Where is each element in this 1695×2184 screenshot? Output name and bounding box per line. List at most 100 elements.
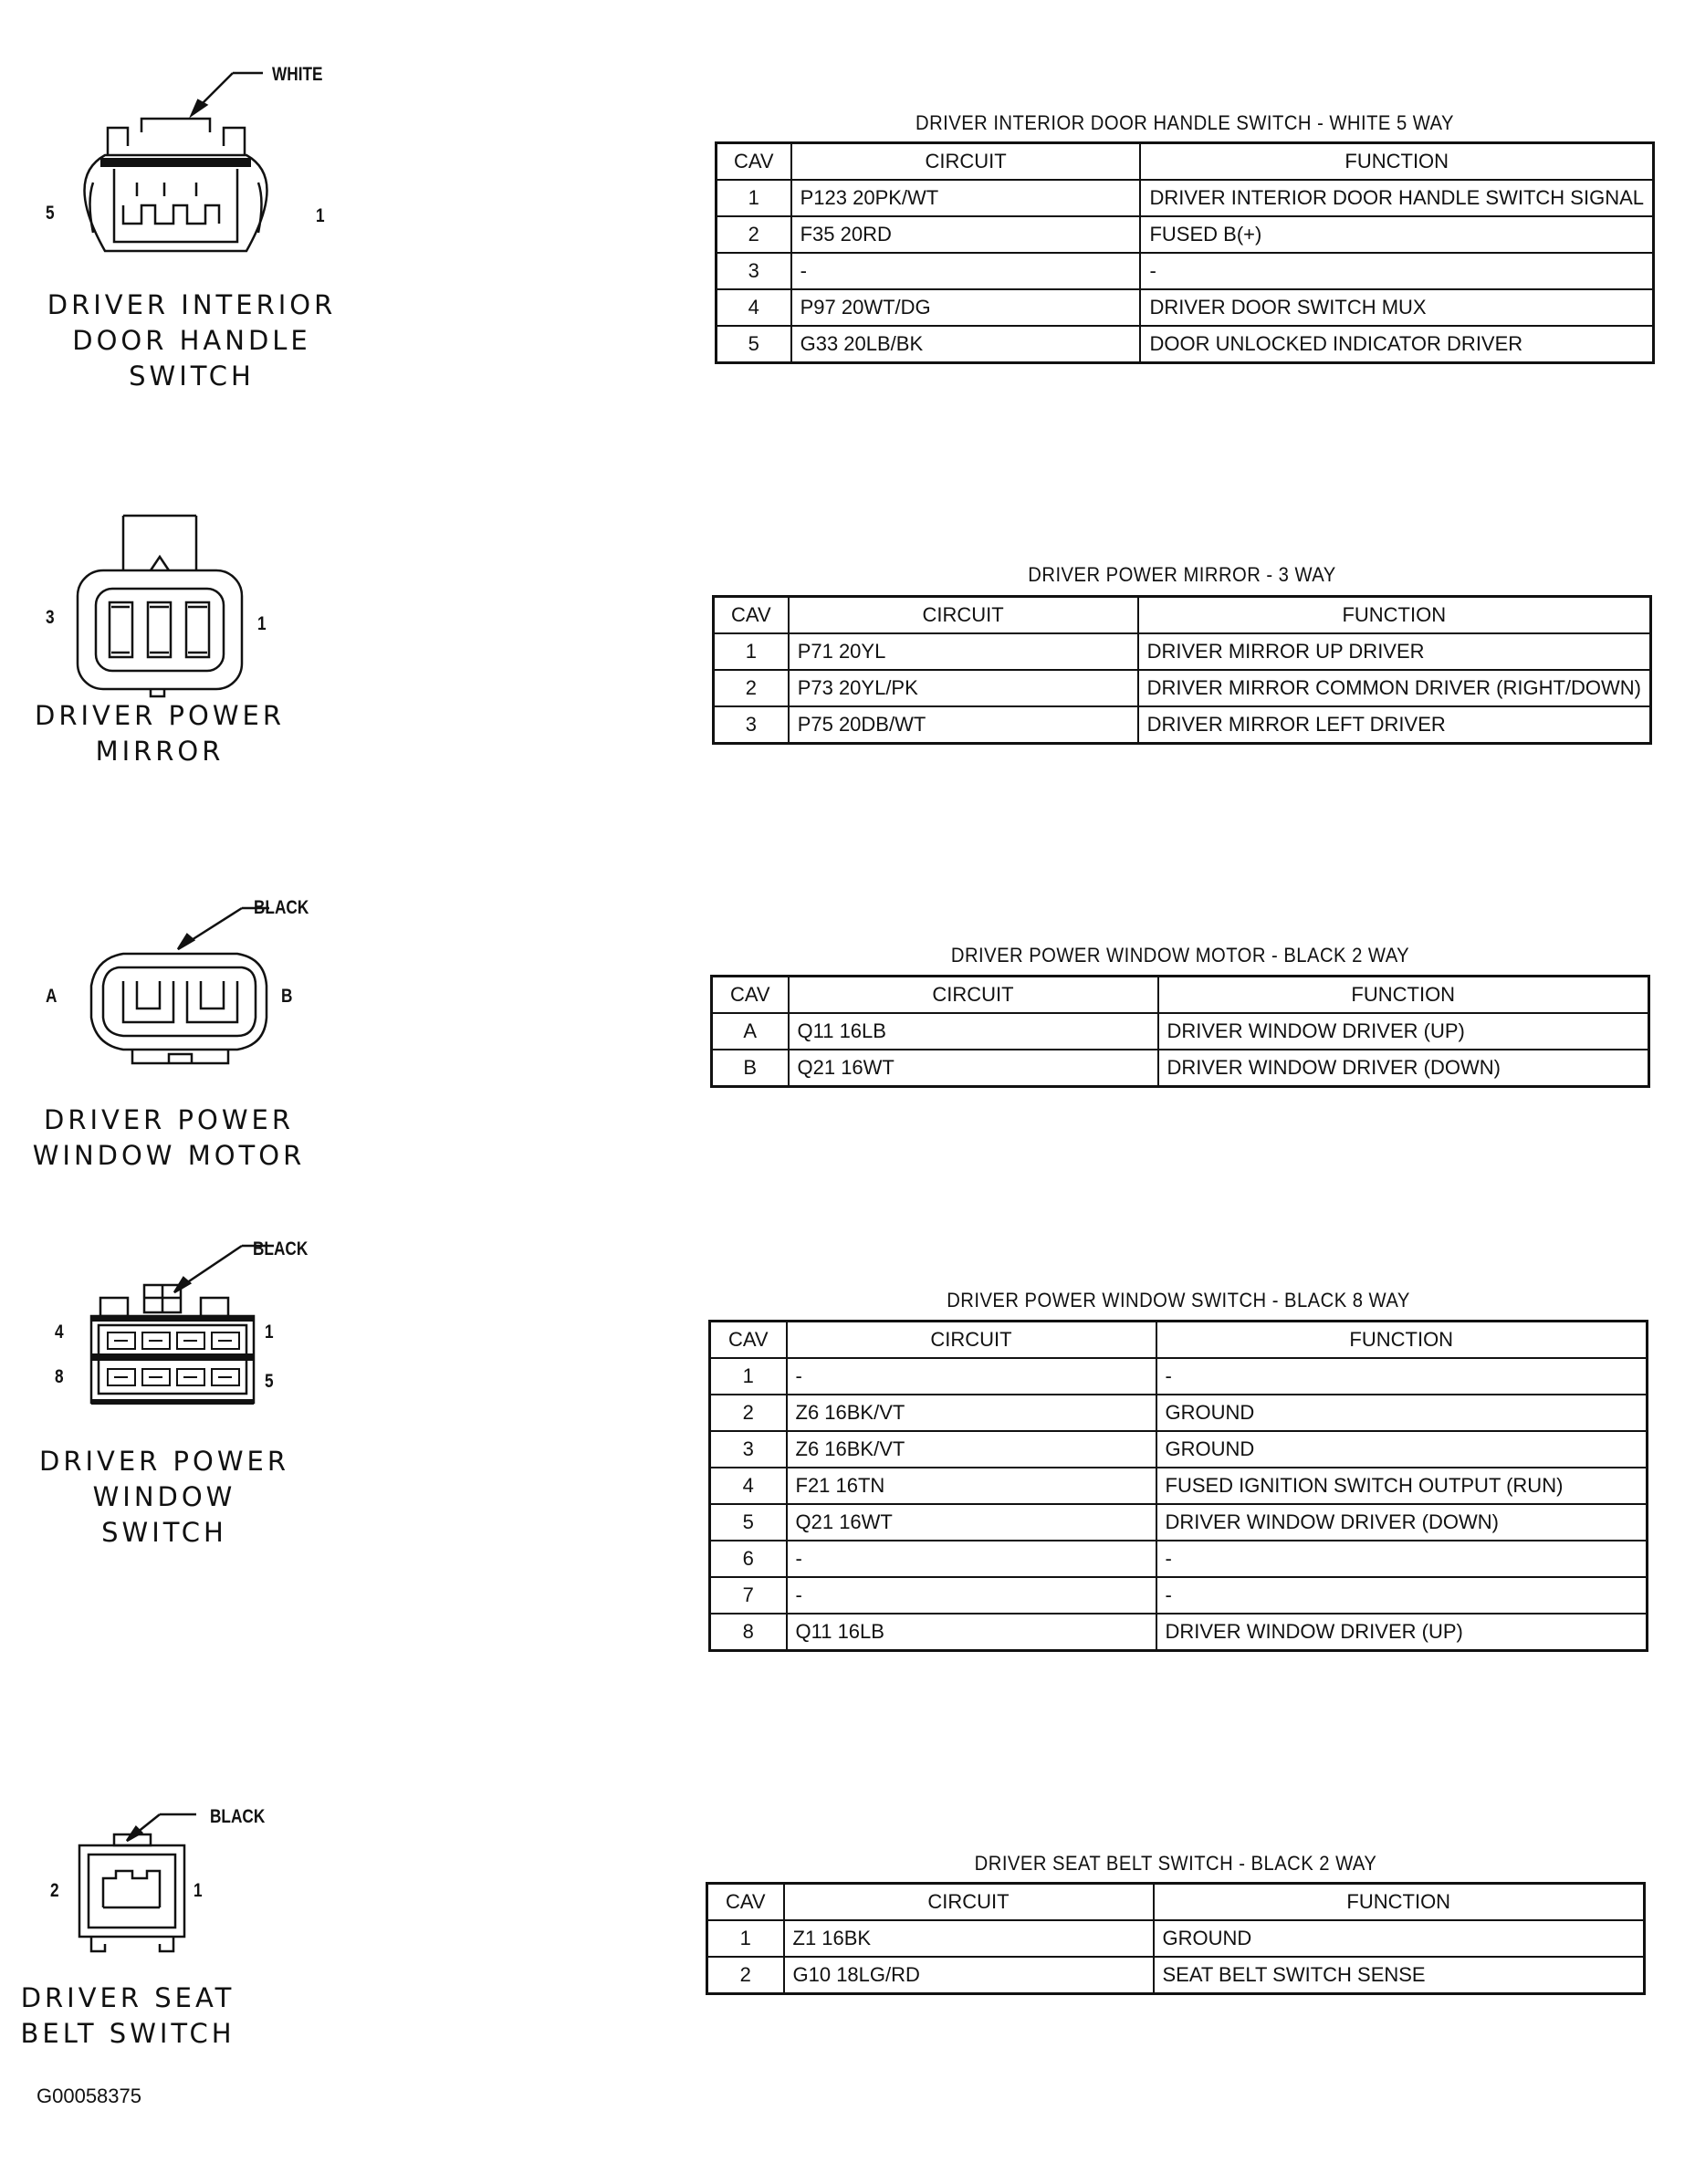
connector-name-line: DRIVER INTERIOR [47,289,337,320]
function-cell: GROUND [1155,1394,1648,1432]
pin-label: 4 [55,1322,64,1343]
cav-cell: 5 [715,325,792,364]
function-cell: DRIVER WINDOW DRIVER (DOWN) [1156,1049,1650,1088]
window-switch-connector-drawing [89,1244,274,1405]
connector-name-line: DRIVER POWER [38,1446,290,1477]
figure-reference: G00058375 [37,2085,141,2107]
circuit-cell: G10 18LG/RD [782,1956,1155,1995]
pin-label: 1 [265,1322,274,1343]
column-header: CAV [708,1320,788,1359]
connector-name-line: SWITCH [129,361,255,392]
function-cell: FUSED B(+) [1139,215,1655,254]
connector-name-line: DRIVER SEAT [20,1982,235,2013]
column-header: CIRCUIT [787,595,1139,634]
circuit-cell: P75 20DB/WT [787,705,1139,745]
function-cell: DRIVER WINDOW DRIVER (UP) [1155,1613,1648,1652]
column-header: FUNCTION [1152,1882,1646,1921]
cav-cell: 8 [708,1613,788,1652]
pin-label: 8 [55,1366,64,1387]
circuit-cell: - [785,1540,1157,1578]
connector-color-label: BLACK [210,1806,266,1827]
connector-name-line: MIRROR [95,736,225,767]
connector-name-line: WINDOW MOTOR [32,1140,306,1171]
cav-cell: 3 [712,705,790,745]
door-handle-connector-drawing [83,71,268,253]
connector-name: DRIVER SEAT BELT SWITCH [18,1980,237,2052]
cav-cell: 3 [708,1430,788,1468]
table-header-row: CAV CIRCUIT FUNCTION [712,595,1652,634]
function-cell: DOOR UNLOCKED INDICATOR DRIVER [1139,325,1655,364]
cav-cell: 6 [708,1540,788,1578]
column-header: FUNCTION [1155,1320,1648,1359]
column-header: CIRCUIT [790,141,1142,181]
column-header: CAV [712,595,790,634]
pin-label: 5 [265,1371,274,1392]
circuit-cell: P71 20YL [787,632,1139,671]
column-header: FUNCTION [1136,595,1652,634]
connector-color-label: BLACK [254,897,309,918]
connector-color-label: BLACK [253,1238,309,1259]
table-title: DRIVER POWER WINDOW SWITCH - BLACK 8 WAY [947,1289,1410,1311]
connector-name: DRIVER POWER MIRROR [27,698,292,769]
connector-color-label: WHITE [272,64,323,85]
circuit-cell: Z6 16BK/VT [785,1394,1157,1432]
connector-name: DRIVER INTERIOR DOOR HANDLE SWITCH [37,287,347,394]
function-cell: DRIVER MIRROR COMMON DRIVER (RIGHT/DOWN) [1136,669,1652,707]
column-header: CIRCUIT [785,1320,1157,1359]
table-row: 6-- [708,1540,1648,1578]
pin-label: 1 [316,205,325,226]
circuit-cell: Q21 16WT [785,1503,1157,1541]
column-header: CIRCUIT [782,1882,1155,1921]
cav-cell: 1 [712,632,790,671]
cav-cell: 1 [708,1357,788,1395]
pin-label: 1 [194,1880,203,1901]
cav-cell: 5 [708,1503,788,1541]
column-header: CAV [706,1882,785,1921]
table-header-row: CAV CIRCUIT FUNCTION [708,1320,1648,1359]
circuit-cell: - [785,1576,1157,1614]
connector-name-line: DOOR HANDLE [72,325,311,356]
table-title: DRIVER POWER WINDOW MOTOR - BLACK 2 WAY [950,944,1410,967]
cav-cell: 2 [715,215,792,254]
power-mirror-connector-drawing [76,514,244,698]
column-header: CAV [715,141,792,181]
cav-cell: 1 [706,1919,785,1958]
column-header: CIRCUIT [787,975,1159,1014]
table-title: DRIVER POWER MIRROR - 3 WAY [1028,563,1336,586]
circuit-cell: G33 20LB/BK [790,325,1142,364]
pin-label: 3 [46,607,55,628]
circuit-cell: Z1 16BK [782,1919,1155,1958]
circuit-cell: Q11 16LB [785,1613,1157,1652]
circuit-cell: P123 20PK/WT [790,179,1142,217]
table-header-row: CAV CIRCUIT FUNCTION [710,975,1650,1014]
connector-name-line: DRIVER POWER [34,700,286,731]
function-cell: - [1155,1576,1648,1614]
function-cell: - [1155,1357,1648,1395]
cav-cell: 1 [715,179,792,217]
connector-name: DRIVER POWER WINDOW SWITCH [27,1444,301,1551]
function-cell: GROUND [1155,1430,1648,1468]
connector-name: DRIVER POWER WINDOW MOTOR [27,1102,310,1174]
table-row: 3-- [715,252,1655,290]
circuit-cell: F35 20RD [790,215,1142,254]
table-title: DRIVER SEAT BELT SWITCH - BLACK 2 WAY [974,1852,1377,1875]
circuit-cell: P97 20WT/DG [790,288,1142,327]
connector-name-line: WINDOW SWITCH [92,1481,236,1548]
circuit-cell: F21 16TN [785,1467,1157,1505]
cav-cell: 2 [712,669,790,707]
function-cell: DRIVER WINDOW DRIVER (DOWN) [1155,1503,1648,1541]
